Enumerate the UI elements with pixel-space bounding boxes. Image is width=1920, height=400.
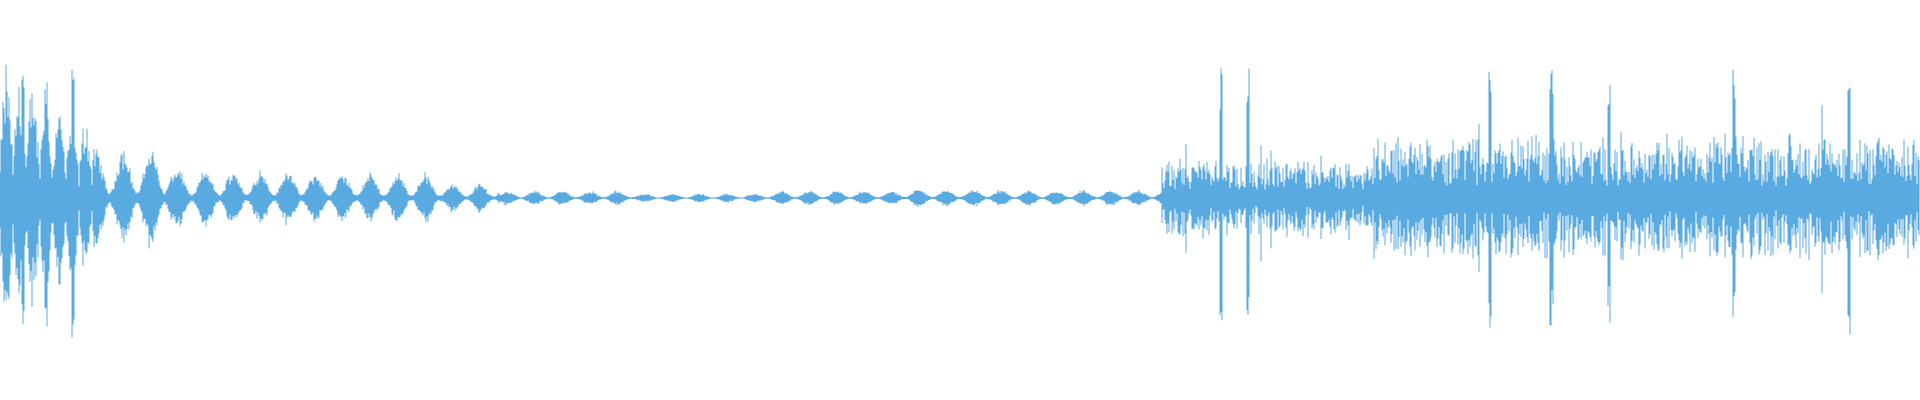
waveform-signal	[0, 64, 1920, 338]
